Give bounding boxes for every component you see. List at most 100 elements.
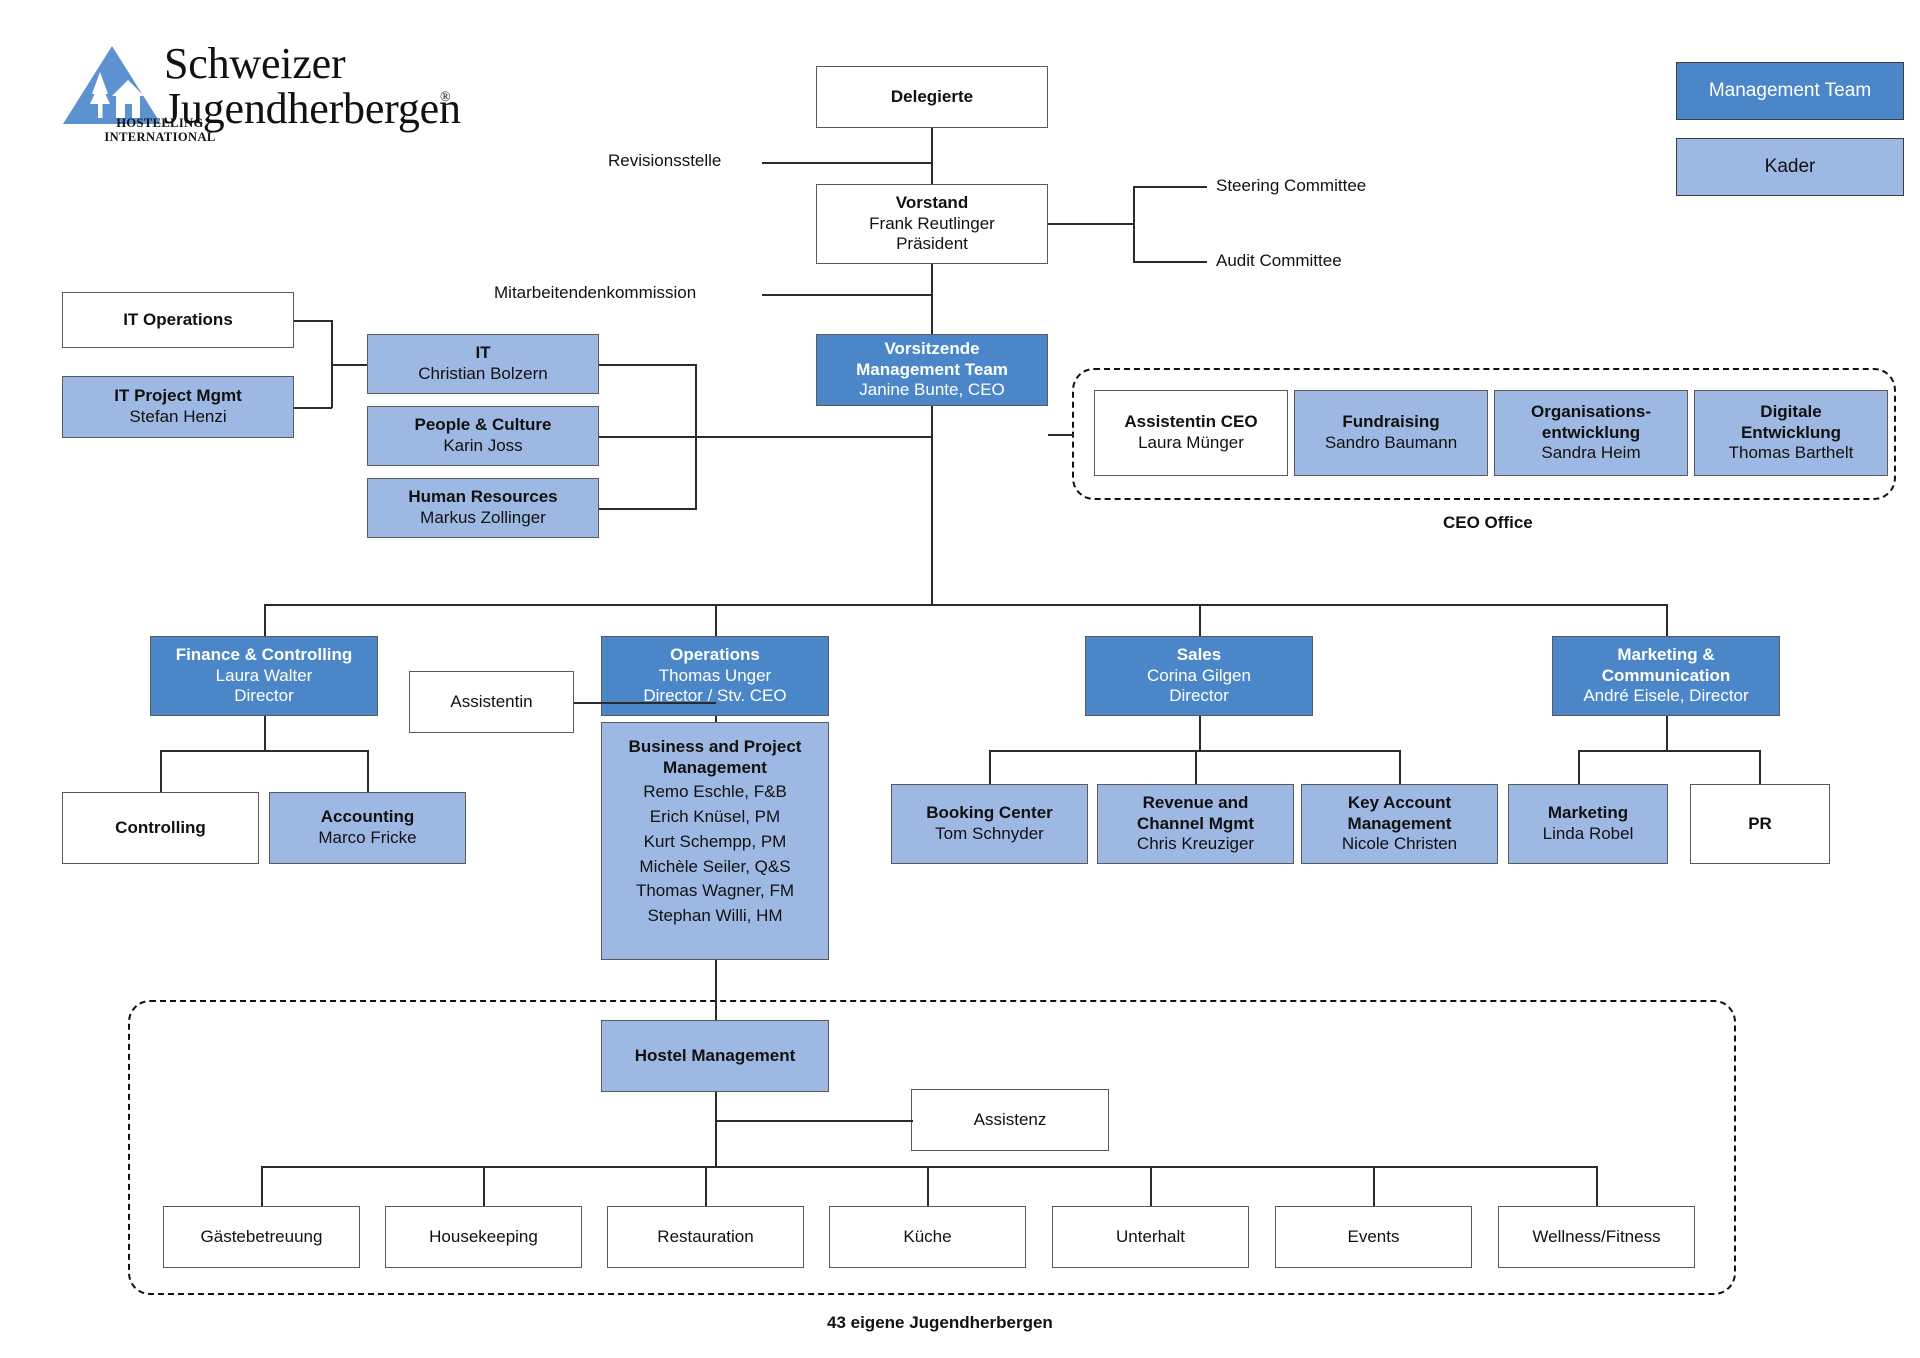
hostelling-triangle-icon xyxy=(63,46,161,124)
connector-committees-bus xyxy=(1133,186,1135,262)
box-human-resources[interactable]: Human Resources Markus Zollinger xyxy=(367,478,599,538)
box-assistentin-ceo[interactable]: Assistentin CEO Laura Münger xyxy=(1094,390,1288,476)
box-pr[interactable]: PR xyxy=(1690,784,1830,864)
connector-people-right xyxy=(599,436,696,438)
vorstand-title: Vorstand xyxy=(895,192,969,212)
marketing-title-line2: Communication xyxy=(1601,665,1731,685)
revenue-title-line2: Channel Mgmt xyxy=(1136,813,1255,833)
dept-label: Unterhalt xyxy=(1116,1226,1185,1246)
connector-vorstand-ceo xyxy=(931,264,933,334)
label-mitarbeitendenkommission: Mitarbeitendenkommission xyxy=(494,283,697,302)
legend-kader: Kader xyxy=(1676,138,1904,196)
operations-role: Director / Stv. CEO xyxy=(643,686,787,706)
box-assistenz[interactable]: Assistenz xyxy=(911,1089,1109,1151)
box-it-project-mgmt[interactable]: IT Project Mgmt Stefan Henzi xyxy=(62,376,294,438)
connector-sales-down xyxy=(1199,716,1201,750)
connector-revisionsstelle xyxy=(762,162,932,164)
finance-name: Laura Walter xyxy=(215,665,313,685)
ceo-title-line1: Vorsitzende xyxy=(884,338,980,358)
box-gaestebetreuung[interactable]: Gästebetreuung xyxy=(163,1206,360,1268)
bpm-title-line2: Management xyxy=(663,757,767,777)
logo-line2: Jugendherbergen xyxy=(164,83,461,133)
vorstand-role: Präsident xyxy=(896,234,968,254)
booking-center-title: Booking Center xyxy=(926,803,1053,823)
legend-management-team-label: Management Team xyxy=(1708,80,1872,101)
box-booking-center[interactable]: Booking Center Tom Schnyder xyxy=(891,784,1088,864)
sales-title: Sales xyxy=(1176,644,1222,664)
connector-marketing-down xyxy=(1666,716,1668,750)
accounting-name: Marco Fricke xyxy=(318,828,417,847)
dept-label: Housekeeping xyxy=(429,1226,538,1246)
legend-management-team: Management Team xyxy=(1676,62,1904,120)
box-housekeeping[interactable]: Housekeeping xyxy=(385,1206,582,1268)
revenue-name: Chris Kreuziger xyxy=(1136,834,1255,854)
bpm-person: Michèle Seiler, Q&S xyxy=(639,856,791,876)
box-operations[interactable]: Operations Thomas Unger Director / Stv. … xyxy=(601,636,829,716)
pr-title: PR xyxy=(1748,813,1772,833)
it-project-name: Stefan Henzi xyxy=(129,407,227,426)
box-it-operations[interactable]: IT Operations xyxy=(62,292,294,348)
box-people-culture[interactable]: People & Culture Karin Joss xyxy=(367,406,599,466)
box-finance-controlling[interactable]: Finance & Controlling Laura Walter Direc… xyxy=(150,636,378,716)
connector-it-bracket-to-it xyxy=(331,364,367,366)
box-accounting[interactable]: Accounting Marco Fricke xyxy=(269,792,466,864)
booking-center-name: Tom Schnyder xyxy=(935,824,1044,843)
box-vorsitzende-management-team[interactable]: Vorsitzende Management Team Janine Bunte… xyxy=(816,334,1048,406)
operations-title: Operations xyxy=(670,644,760,664)
bpm-person: Remo Eschle, F&B xyxy=(643,782,787,802)
box-unterhalt[interactable]: Unterhalt xyxy=(1052,1206,1249,1268)
box-delegierte[interactable]: Delegierte xyxy=(816,66,1048,128)
box-fundraising[interactable]: Fundraising Sandro Baumann xyxy=(1294,390,1488,476)
box-it[interactable]: IT Christian Bolzern xyxy=(367,334,599,394)
key-account-title-line1: Key Account xyxy=(1347,792,1452,812)
connector-bus-finance xyxy=(264,604,266,636)
vorstand-name: Frank Reutlinger xyxy=(869,213,995,233)
assistenz-label: Assistenz xyxy=(973,1109,1047,1129)
logo-wordmark: Schweizer Jugendherbergen xyxy=(164,41,461,133)
box-organisationsentwicklung[interactable]: Organisations- entwicklung Sandra Heim xyxy=(1494,390,1688,476)
box-revenue-channel-mgmt[interactable]: Revenue and Channel Mgmt Chris Kreuziger xyxy=(1097,784,1294,864)
box-sales[interactable]: Sales Corina Gilgen Director xyxy=(1085,636,1313,716)
connector-marketing-split xyxy=(1578,750,1760,752)
it-operations-title: IT Operations xyxy=(123,309,233,329)
connector-steering-committee xyxy=(1133,186,1207,188)
assistentin-ceo-name: Laura Münger xyxy=(1138,433,1244,452)
connector-sales-keyaccount xyxy=(1399,750,1401,784)
connector-bpm-hostel xyxy=(715,960,717,1020)
box-key-account-management[interactable]: Key Account Management Nicole Christen xyxy=(1301,784,1498,864)
box-kueche[interactable]: Küche xyxy=(829,1206,1026,1268)
it-name: Christian Bolzern xyxy=(418,364,548,383)
dept-label: Events xyxy=(1347,1226,1400,1246)
box-hostel-management[interactable]: Hostel Management xyxy=(601,1020,829,1092)
assistentin-label: Assistentin xyxy=(450,691,533,711)
key-account-title-line2: Management xyxy=(1347,813,1452,833)
box-business-project-management[interactable]: Business and Project Management Remo Esc… xyxy=(601,722,829,960)
organisationsentwicklung-name: Sandra Heim xyxy=(1541,443,1641,463)
box-events[interactable]: Events xyxy=(1275,1206,1472,1268)
digitale-entwicklung-title-line2: Entwicklung xyxy=(1740,422,1842,442)
label-audit-committee: Audit Committee xyxy=(1216,251,1342,270)
box-marketing-communication[interactable]: Marketing & Communication André Eisele, … xyxy=(1552,636,1780,716)
box-controlling[interactable]: Controlling xyxy=(62,792,259,864)
marketing-child-title: Marketing xyxy=(1547,803,1629,823)
box-marketing[interactable]: Marketing Linda Robel xyxy=(1508,784,1668,864)
box-restauration[interactable]: Restauration xyxy=(607,1206,804,1268)
box-digitale-entwicklung[interactable]: Digitale Entwicklung Thomas Barthelt xyxy=(1694,390,1888,476)
box-assistentin[interactable]: Assistentin xyxy=(409,671,574,733)
connector-dept-4 xyxy=(927,1166,929,1206)
box-vorstand[interactable]: Vorstand Frank Reutlinger Präsident xyxy=(816,184,1048,264)
people-culture-name: Karin Joss xyxy=(443,436,523,455)
people-culture-title: People & Culture xyxy=(414,415,552,435)
box-wellness-fitness[interactable]: Wellness/Fitness xyxy=(1498,1206,1695,1268)
ceo-title-line2: Management Team xyxy=(856,359,1008,379)
connector-dept-5 xyxy=(1150,1166,1152,1206)
connector-marketing-pr xyxy=(1759,750,1761,784)
logo-international: INTERNATIONAL xyxy=(104,130,216,144)
finance-title: Finance & Controlling xyxy=(175,644,353,664)
assistentin-ceo-title: Assistentin CEO xyxy=(1124,412,1258,432)
bpm-person: Kurt Schempp, PM xyxy=(643,831,787,851)
hostel-group-footer: 43 eigene Jugendherbergen xyxy=(827,1313,1053,1332)
organisationsentwicklung-title-line2: entwicklung xyxy=(1541,422,1641,442)
it-title: IT xyxy=(475,343,491,363)
bpm-person: Thomas Wagner, FM xyxy=(635,881,795,901)
